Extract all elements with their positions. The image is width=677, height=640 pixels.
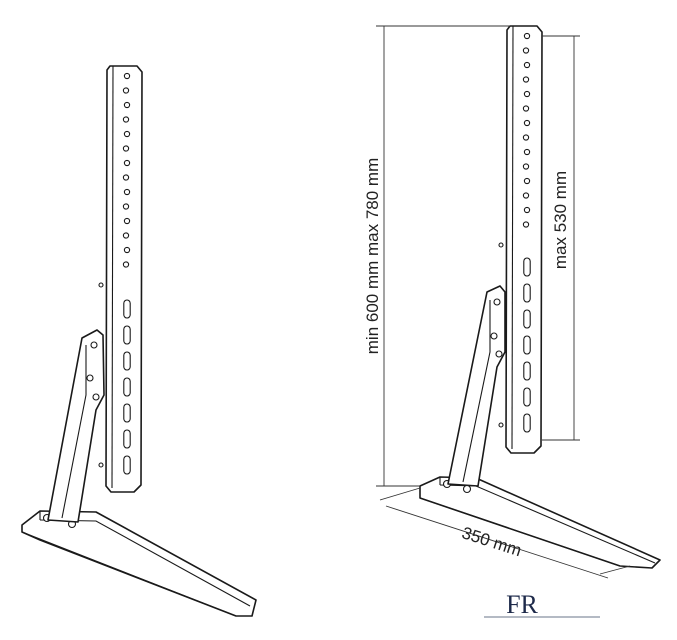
bracket-hole xyxy=(123,130,131,138)
bracket-hole xyxy=(123,217,131,225)
bracket-hole xyxy=(523,90,531,98)
left-stand xyxy=(21,65,257,617)
bracket-hole xyxy=(522,76,530,83)
bracket-slot xyxy=(123,377,131,397)
bracket-slot xyxy=(523,413,531,433)
dimension-label-vesa-height: max 530 mm xyxy=(551,171,570,269)
bracket-hole xyxy=(522,105,530,112)
bracket-hole xyxy=(522,163,530,170)
bracket-hole xyxy=(122,261,130,268)
bracket-slot xyxy=(523,387,531,407)
bracket-slot xyxy=(523,257,531,277)
bracket-edge-hole xyxy=(98,282,104,288)
bracket-hole xyxy=(522,221,530,228)
bracket-hole xyxy=(523,119,531,127)
bracket-slot xyxy=(123,351,131,371)
brand-logo: FR xyxy=(484,590,600,619)
brand-logo-text: FR xyxy=(506,590,538,619)
bracket-hole xyxy=(122,87,130,94)
bracket-hole xyxy=(123,72,131,80)
right-stand-vertical-bracket xyxy=(505,25,543,454)
bracket-slot xyxy=(523,309,531,329)
bracket-slot xyxy=(123,455,131,475)
bracket-hole xyxy=(123,159,131,167)
bracket-slot xyxy=(123,325,131,345)
left-stand-base xyxy=(21,510,257,617)
bracket-slot xyxy=(123,403,131,423)
bracket-hole xyxy=(123,188,131,196)
bracket-hole xyxy=(522,134,530,141)
bracket-hole xyxy=(523,61,531,69)
bracket-hole xyxy=(522,192,530,199)
dimension-total-height: min 600 mm max 780 mm xyxy=(363,25,510,487)
bracket-hole xyxy=(123,101,131,109)
bracket-hole xyxy=(122,203,130,210)
bracket-slot xyxy=(123,299,131,319)
bracket-edge-hole xyxy=(98,462,104,468)
right-stand-base xyxy=(419,476,661,569)
bracket-hole xyxy=(523,32,531,40)
bracket-hole xyxy=(122,232,130,239)
left-stand-support-arm xyxy=(47,329,105,523)
bracket-hole xyxy=(523,206,531,214)
left-stand-vertical-bracket xyxy=(105,65,143,493)
bracket-hole xyxy=(122,116,130,123)
right-stand-support-arm xyxy=(447,285,506,487)
bracket-hole xyxy=(523,148,531,156)
bracket-hole xyxy=(523,177,531,185)
bracket-edge-hole xyxy=(498,242,504,248)
bracket-slot xyxy=(123,429,131,449)
bracket-hole xyxy=(522,47,530,54)
bracket-slot xyxy=(523,283,531,303)
bracket-hole xyxy=(122,145,130,152)
bracket-edge-hole xyxy=(498,422,504,428)
bracket-hole xyxy=(123,246,131,254)
dimension-vesa-height: max 530 mm xyxy=(542,35,580,441)
bracket-slot xyxy=(523,361,531,381)
bracket-hole xyxy=(122,174,130,181)
dimension-label-height-range: min 600 mm max 780 mm xyxy=(363,158,382,355)
bracket-slot xyxy=(523,335,531,355)
right-stand xyxy=(419,25,661,569)
